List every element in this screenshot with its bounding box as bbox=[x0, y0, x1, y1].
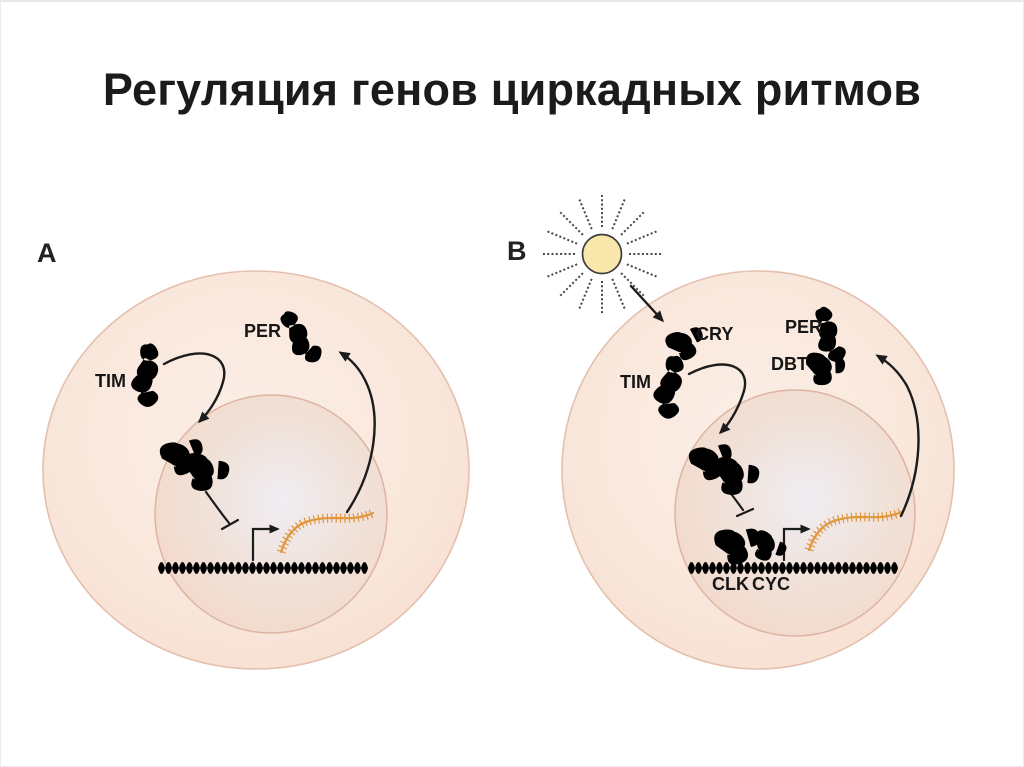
mrna-b bbox=[804, 507, 904, 552]
slide-title: Регуляция генов циркадных ритмов bbox=[102, 64, 922, 115]
arrow-mrna-to-per-b bbox=[875, 354, 920, 518]
arrow-tim-to-nucleus-a bbox=[162, 352, 226, 424]
arrow-sunlight-to-cry bbox=[629, 284, 665, 323]
label-cry-b: CRY bbox=[696, 324, 734, 344]
sun-icon bbox=[543, 195, 661, 313]
label-per-b: PER bbox=[785, 317, 823, 337]
cell-a-nucleus bbox=[154, 394, 388, 634]
mrna-a bbox=[276, 508, 376, 554]
cell-b-nucleus bbox=[674, 389, 916, 637]
transcription-start-arrow-icon bbox=[251, 524, 280, 562]
label-tim-b: TIM bbox=[620, 372, 651, 392]
label-tim-a: TIM bbox=[95, 371, 126, 391]
label-cyc-b: CYC bbox=[752, 574, 791, 594]
label-clk-b: CLK bbox=[712, 574, 749, 594]
label-per-a: PER bbox=[244, 321, 282, 341]
panel-a-figure bbox=[42, 270, 470, 670]
arrow-tim-to-nucleus-b bbox=[687, 363, 747, 435]
panel-a-label: A bbox=[37, 238, 57, 268]
panel-b-label: B bbox=[507, 236, 527, 266]
arrow-mrna-to-per-a bbox=[338, 351, 376, 514]
panel-b-figure bbox=[543, 195, 955, 670]
inhibition-tbar-icon bbox=[204, 490, 240, 531]
label-dbt-b: DBT bbox=[771, 354, 808, 374]
